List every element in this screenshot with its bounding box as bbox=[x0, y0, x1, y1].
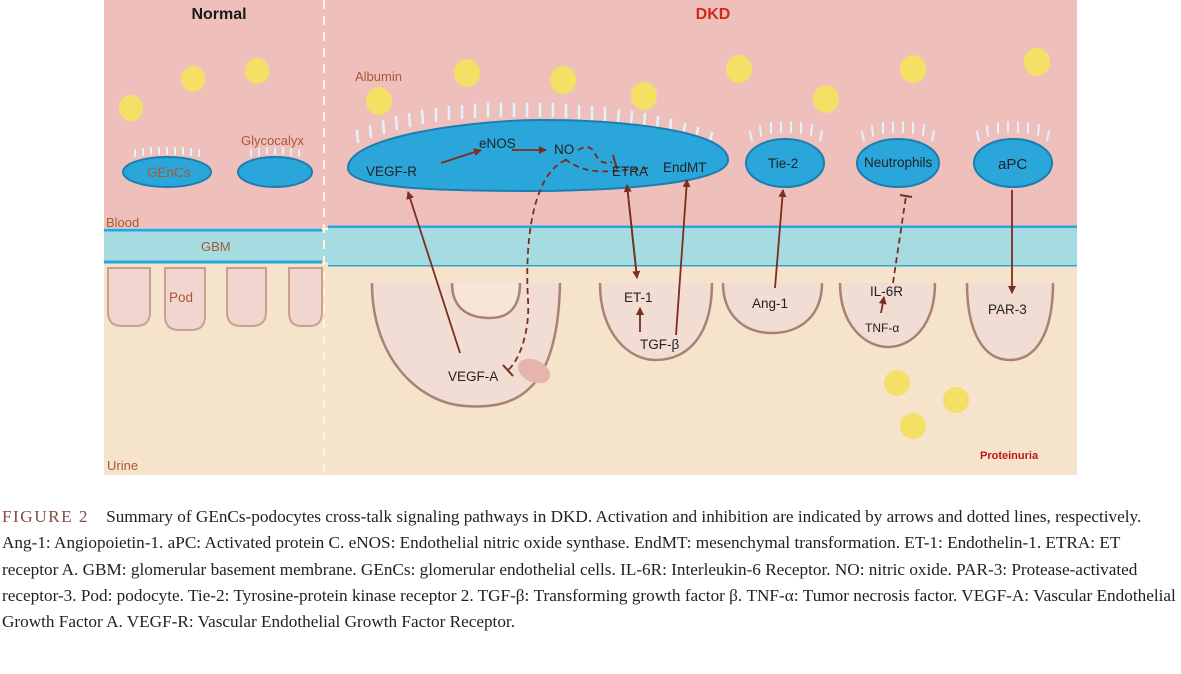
gencs-label: GEnCs bbox=[147, 165, 191, 180]
ang1-label: Ang-1 bbox=[752, 296, 788, 311]
normal-gencs-cell-2 bbox=[237, 156, 313, 188]
glycocalyx-small-cells bbox=[749, 121, 1050, 142]
inhibition-bars bbox=[502, 154, 913, 377]
il6r-label: IL-6R bbox=[870, 284, 903, 299]
par3-label: PAR-3 bbox=[988, 302, 1027, 317]
panel-title-normal: Normal bbox=[191, 6, 246, 23]
tie2-cell bbox=[745, 138, 825, 188]
blood-region bbox=[104, 0, 1077, 228]
blood-label: Blood bbox=[106, 215, 139, 230]
neutrophils-cell bbox=[856, 138, 940, 188]
vegfr-label: VEGF-R bbox=[366, 164, 417, 179]
glycocalyx-label: Glycocalyx bbox=[241, 133, 304, 148]
endmt-label: EndMT bbox=[663, 160, 707, 175]
albumin-dots bbox=[119, 48, 1050, 439]
normal-podocytes bbox=[107, 267, 323, 331]
inhibition-lines bbox=[507, 146, 907, 371]
tie2-label: Tie-2 bbox=[768, 156, 798, 171]
albumin-label: Albumin bbox=[355, 69, 402, 84]
figure-caption: FIGURE 2 Summary of GEnCs-podocytes cros… bbox=[2, 504, 1178, 635]
panel-title-dkd: DKD bbox=[696, 6, 731, 23]
caption-text: Summary of GEnCs-podocytes cross-talk si… bbox=[2, 507, 1176, 632]
pathway-diagram: Normal DKD Albumin Glycocalyx Blood GBM … bbox=[104, 0, 1077, 475]
glycocalyx-normal bbox=[134, 147, 300, 157]
gbm-label: GBM bbox=[201, 239, 231, 254]
pod-label: Pod bbox=[169, 290, 193, 305]
pathway-arrows bbox=[406, 146, 1016, 354]
proteinuria-label: Proteinuria bbox=[980, 450, 1039, 462]
apc-cell bbox=[973, 138, 1053, 188]
vegfa-label: VEGF-A bbox=[448, 369, 498, 384]
enos-label: eNOS bbox=[479, 136, 516, 151]
vegfa-granule bbox=[517, 358, 551, 384]
no-label: NO bbox=[554, 142, 574, 157]
tnfa-label: TNF-α bbox=[865, 321, 899, 335]
dkd-endothelial-cell bbox=[346, 118, 730, 193]
apc-label: aPC bbox=[998, 156, 1027, 173]
neutrophils-label: Neutrophils bbox=[864, 155, 933, 170]
et1-label: ET-1 bbox=[624, 290, 653, 305]
tgfb-label: TGF-β bbox=[640, 337, 679, 352]
urine-label: Urine bbox=[107, 458, 138, 473]
etra-label: ETRA bbox=[612, 164, 648, 179]
normal-gencs-cell bbox=[122, 156, 212, 188]
figure-number: FIGURE 2 bbox=[2, 507, 89, 526]
